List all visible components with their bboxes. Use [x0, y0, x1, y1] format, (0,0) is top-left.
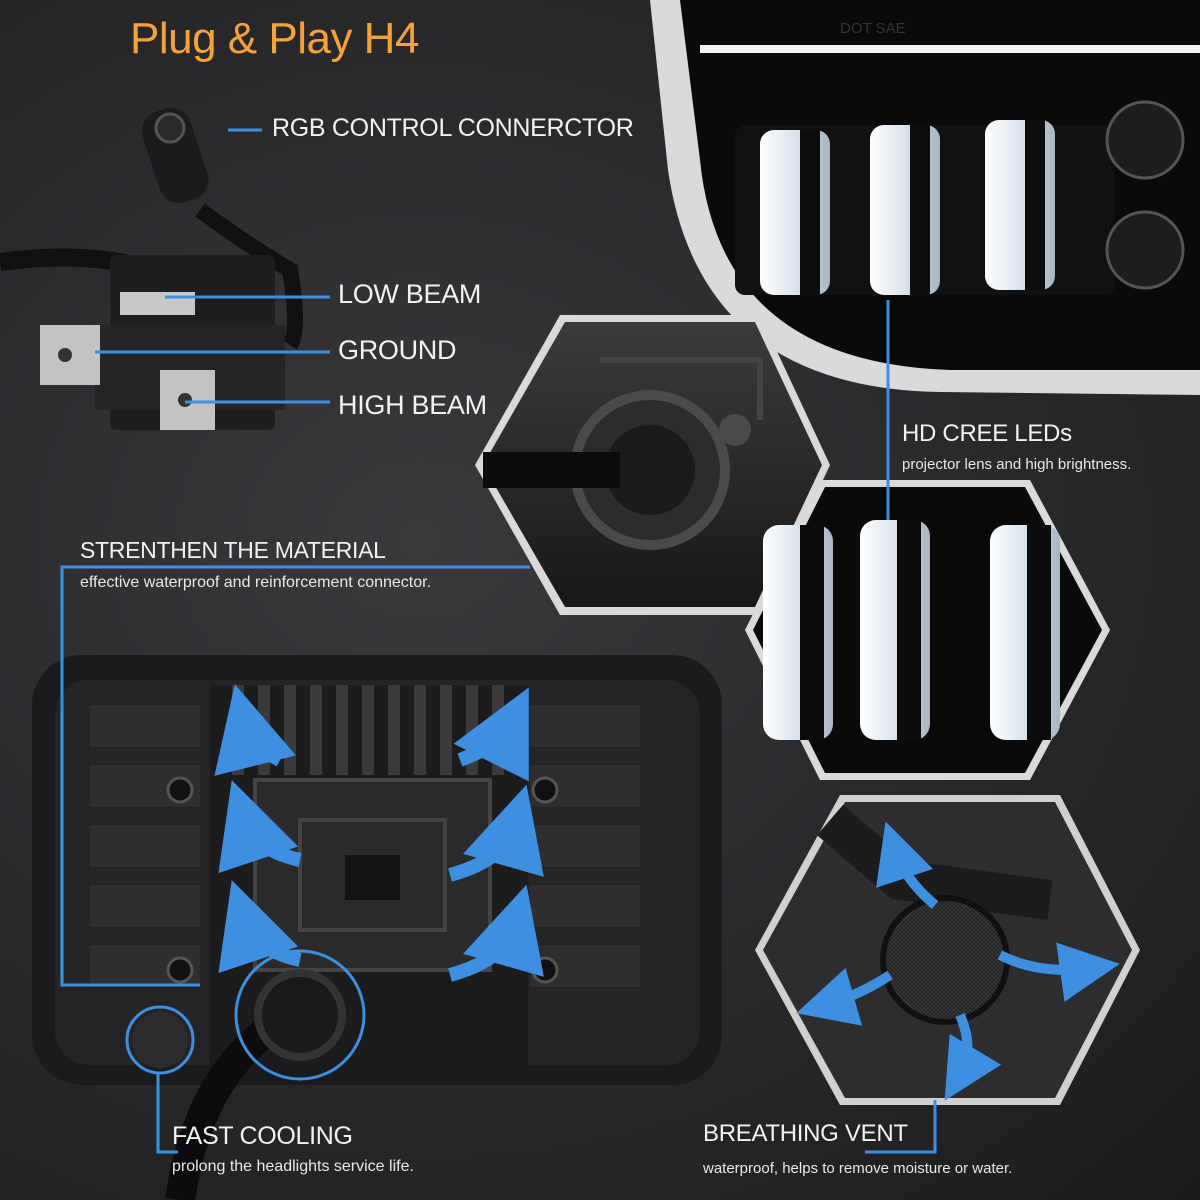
vent-title: BREATHING VENT — [703, 1120, 908, 1147]
cooling-desc: prolong the headlights service life. — [172, 1158, 414, 1175]
h4-connector-image — [0, 107, 303, 430]
headlamp-rear-housing-image — [32, 655, 722, 1200]
leds-desc: projector lens and high brightness. — [902, 456, 1132, 473]
ground-label: GROUND — [338, 335, 457, 365]
callout-lines — [60, 128, 937, 1154]
hexagon-led-closeup — [745, 480, 1110, 780]
headlamp-front-image — [650, 0, 1200, 395]
high-beam-label: HIGH BEAM — [338, 390, 487, 420]
rgb-connector-label: RGB CONTROL CONNERCTOR — [272, 114, 634, 142]
material-title: STRENTHEN THE MATERIAL — [80, 537, 386, 563]
material-desc: effective waterproof and reinforcement c… — [80, 574, 432, 591]
lamp-marking-text: DOT SAE — [840, 20, 906, 37]
vent-desc: waterproof, helps to remove moisture or … — [703, 1160, 1013, 1177]
leds-title: HD CREE LEDs — [902, 420, 1072, 447]
low-beam-label: LOW BEAM — [338, 279, 482, 309]
cooling-title: FAST COOLING — [172, 1122, 353, 1150]
page-title: Plug & Play H4 — [130, 14, 419, 63]
hexagon-vent-closeup — [755, 795, 1140, 1105]
hexagon-connector-closeup — [475, 315, 830, 615]
